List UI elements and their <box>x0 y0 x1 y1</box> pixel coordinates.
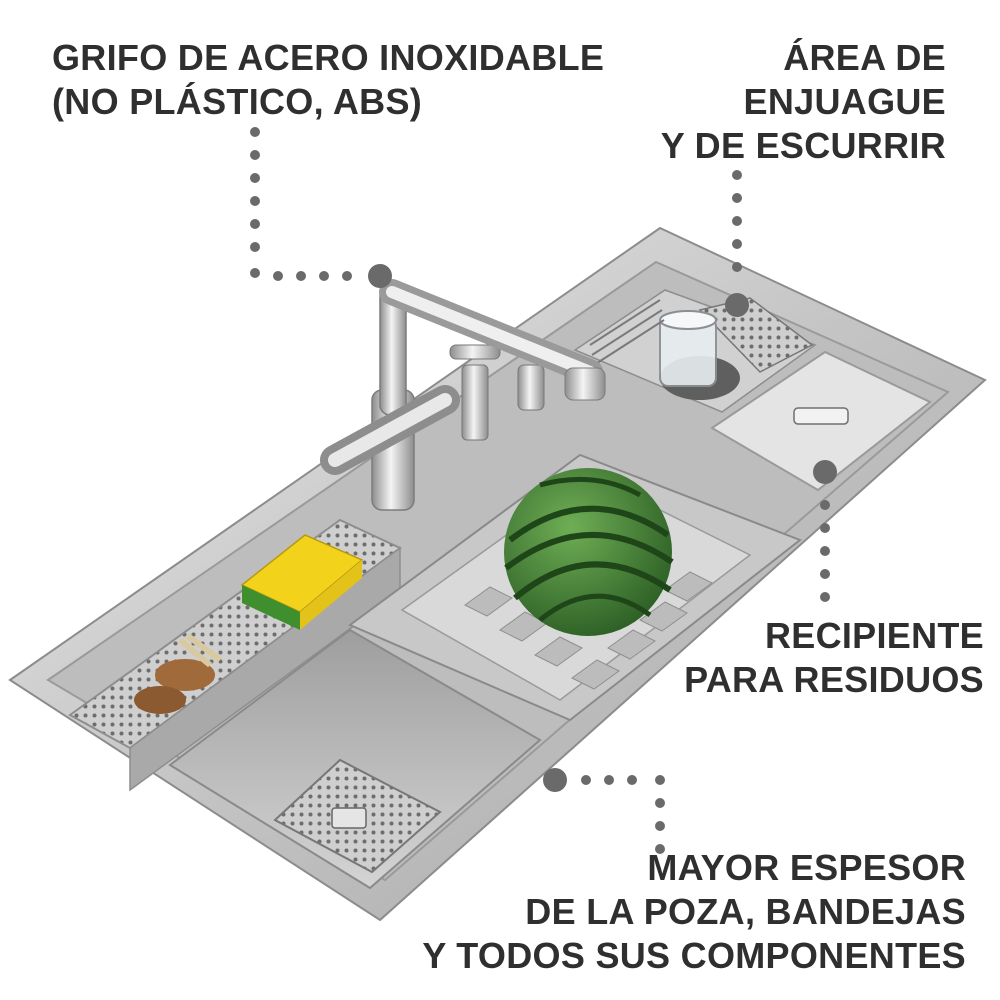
callout-rinse-line-3: Y DE ESCURRIR <box>660 125 946 166</box>
callout-rinse: ÁREA DE ENJUAGUE Y DE ESCURRIR <box>661 36 946 168</box>
callout-rinse-line-2: ENJUAGUE <box>743 81 946 122</box>
leader-waste <box>813 460 837 602</box>
callout-waste: RECIPIENTE PARA RESIDUOS <box>684 614 984 702</box>
watermelon <box>504 468 674 636</box>
drain-tray-grid <box>464 571 713 690</box>
rinse-area <box>573 289 817 413</box>
leader-rinse <box>725 170 749 317</box>
leader-lines <box>250 127 837 854</box>
callout-rinse-line-1: ÁREA DE <box>783 37 946 78</box>
callout-waste-line-1: RECIPIENTE <box>764 615 984 656</box>
soap-dispensers <box>449 344 545 441</box>
sponge <box>240 534 364 630</box>
faucet <box>320 279 606 511</box>
callout-faucet: GRIFO DE ACERO INOXIDABLE (NO PLÁSTICO, … <box>52 36 604 124</box>
callout-waste-line-2: PARA RESIDUOS <box>684 659 984 700</box>
drain-strainer <box>273 758 442 874</box>
callout-faucet-line-2: (NO PLÁSTICO, ABS) <box>52 81 423 122</box>
waste-bin-lid <box>710 350 932 492</box>
cleaning-brushes <box>134 633 222 714</box>
callout-thickness: MAYOR ESPESOR DE LA POZA, BANDEJAS Y TOD… <box>422 846 966 978</box>
callout-thickness-line-2: DE LA POZA, BANDEJAS <box>525 891 966 932</box>
leader-faucet <box>250 127 392 288</box>
main-basin <box>168 628 542 890</box>
callout-thickness-line-1: MAYOR ESPESOR <box>647 847 966 888</box>
callout-faucet-line-1: GRIFO DE ACERO INOXIDABLE <box>52 37 605 78</box>
callout-thickness-line-3: Y TODOS SUS COMPONENTES <box>422 935 966 976</box>
leader-thickness <box>543 768 665 854</box>
